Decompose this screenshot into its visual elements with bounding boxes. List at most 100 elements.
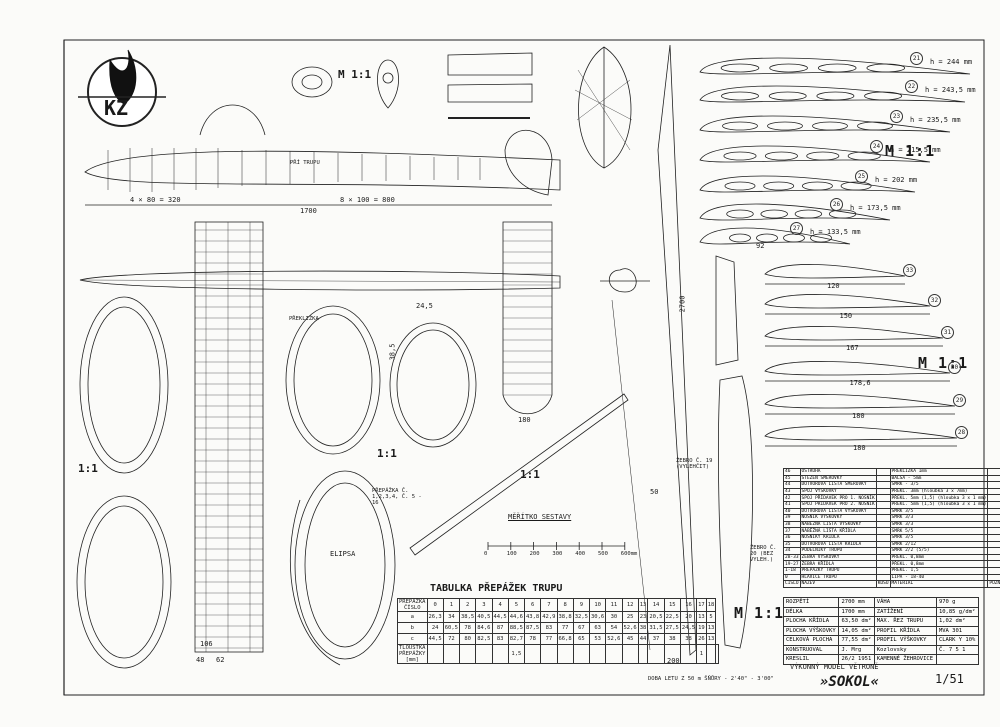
table-cell: NÁZEV	[799, 580, 877, 588]
fuselage-label: PŘÍ TRUPU	[290, 160, 320, 166]
table-cell: 28-33	[783, 553, 801, 562]
table-cell: DOTVOROVÁ LIŠTA KŘÍDLA	[799, 540, 877, 549]
table-cell	[442, 644, 461, 664]
table-cell: 52,6	[605, 633, 623, 645]
table-cell: 42	[783, 494, 801, 502]
table-cell: PROFIL KŘÍDLA	[873, 625, 937, 636]
table-cell: 87,5	[523, 622, 542, 634]
label-span: 2700	[678, 295, 687, 313]
table-cell: 45	[621, 633, 639, 645]
rib-lightening-hole	[840, 181, 872, 191]
table-cell: 77	[540, 633, 558, 645]
table-cell	[875, 560, 891, 568]
wing-rib	[699, 175, 916, 193]
table-cell	[475, 644, 493, 664]
table-cell: KUSŮ	[875, 580, 891, 588]
table-cell	[875, 468, 891, 476]
table-cell: 10,85 g/dm²	[935, 606, 980, 617]
wing-rib	[699, 227, 851, 245]
table-cell: 30,6	[588, 611, 607, 623]
table-cell: ŽEBRA VÝŠKOVKY	[799, 553, 877, 562]
table-cell: 87	[491, 622, 509, 634]
table-cell: 24,5	[679, 622, 698, 634]
table-cell: 63,50 dm²	[838, 616, 875, 627]
table-cell	[987, 533, 1000, 542]
table-cell: 2700 mm	[838, 597, 875, 608]
table-cell: SMRK 2/12	[889, 540, 989, 549]
wing-rib	[699, 85, 966, 103]
label-zebro20: ŽEBRO Č. 20 (BEZ VYLEH.)	[750, 545, 777, 563]
table-cell: 78	[458, 622, 477, 634]
table-cell	[875, 487, 891, 496]
table-cell: ZATÍŽENÍ	[873, 606, 937, 617]
table-cell	[987, 514, 1000, 522]
table-header-cell: 10	[588, 598, 607, 612]
tail-rib	[764, 361, 951, 376]
table-cell: ROZPĚTÍ	[782, 597, 840, 608]
table-cell: 19-27	[783, 560, 801, 568]
flight-duration: DOBA LETU Z 50 m ŠŇŮRY - 2'40" - 3'00"	[648, 676, 774, 682]
table-cell: PROFIL VÝŠKOVKY	[873, 635, 937, 646]
table-header-cell: 7	[540, 598, 558, 612]
table-cell: 54	[605, 622, 623, 634]
rib-lightening-hole	[769, 63, 808, 73]
rib-height-label: h = 215,5 mm	[890, 146, 941, 154]
scale-tick-label: 400	[575, 551, 586, 557]
table-cell: PŘEKLIŽKA 1mm	[889, 468, 989, 476]
table-cell: CELKOVÁ PLOCHA	[782, 635, 840, 646]
table-cell	[987, 560, 1000, 568]
table-cell: 34	[783, 547, 801, 555]
table-cell: PŘEKL. 5mm (1,5) (hloubka 3 x 1 mm)	[889, 500, 989, 509]
table-cell: 43	[783, 487, 801, 496]
table-cell	[987, 507, 1000, 516]
table-cell: PLOCHA KŘÍDLA	[782, 616, 840, 627]
table-cell: 38	[679, 633, 698, 645]
table-header-cell: PŘEPÁŽKA ČÍSLO	[397, 598, 428, 612]
table-cell: 88,5	[507, 622, 526, 634]
table-cell: SPOJ VÝŠKOVKY	[799, 487, 877, 496]
rib-height-label: h = 235,5 mm	[910, 116, 961, 124]
label-elipsa: ELIPSA	[330, 550, 356, 558]
scale-label-bottom: M 1:1	[734, 604, 785, 622]
dim-62: 62	[216, 656, 225, 664]
table-cell: 1,02 dm²	[935, 616, 980, 627]
tail-rib	[764, 326, 944, 341]
table-cell: 13	[705, 633, 717, 645]
model-name: »SOKOL«	[820, 674, 880, 690]
fuselage-dim-total: 1700	[300, 207, 317, 215]
rib-lightening-hole	[801, 181, 833, 191]
rib-lightening-hole	[806, 151, 840, 161]
table-cell: 27,5	[663, 622, 681, 634]
table-cell: SMRK 3/5	[889, 533, 989, 542]
table-cell: SMRK 3/3	[889, 520, 989, 529]
dim-50: 50	[650, 488, 659, 496]
table-cell	[875, 527, 891, 535]
table-cell: 67	[572, 622, 591, 634]
rib-lightening-hole	[864, 91, 903, 101]
table-cell	[875, 540, 891, 549]
rib-number: 21	[910, 52, 923, 65]
table-cell: 0	[783, 573, 801, 582]
table-cell	[987, 487, 1000, 496]
table-cell: 23	[637, 611, 649, 623]
tail-rib-number: 28	[955, 426, 968, 439]
rib-lightening-hole	[724, 181, 756, 191]
tail-rib-number: 32	[928, 294, 941, 307]
table-cell: DÉLKA	[782, 606, 840, 617]
table-cell: 1	[696, 644, 707, 664]
table-cell: VÁHA	[873, 597, 937, 608]
table-cell: 1-18	[783, 566, 801, 575]
tail-rib-width: 178,6	[849, 379, 871, 387]
table-cell	[875, 474, 891, 483]
table-cell: SPOJ PŘÍDAVEK PRO 1. NOSNÍK	[799, 494, 877, 502]
scale-tick-label: 100	[506, 551, 517, 557]
